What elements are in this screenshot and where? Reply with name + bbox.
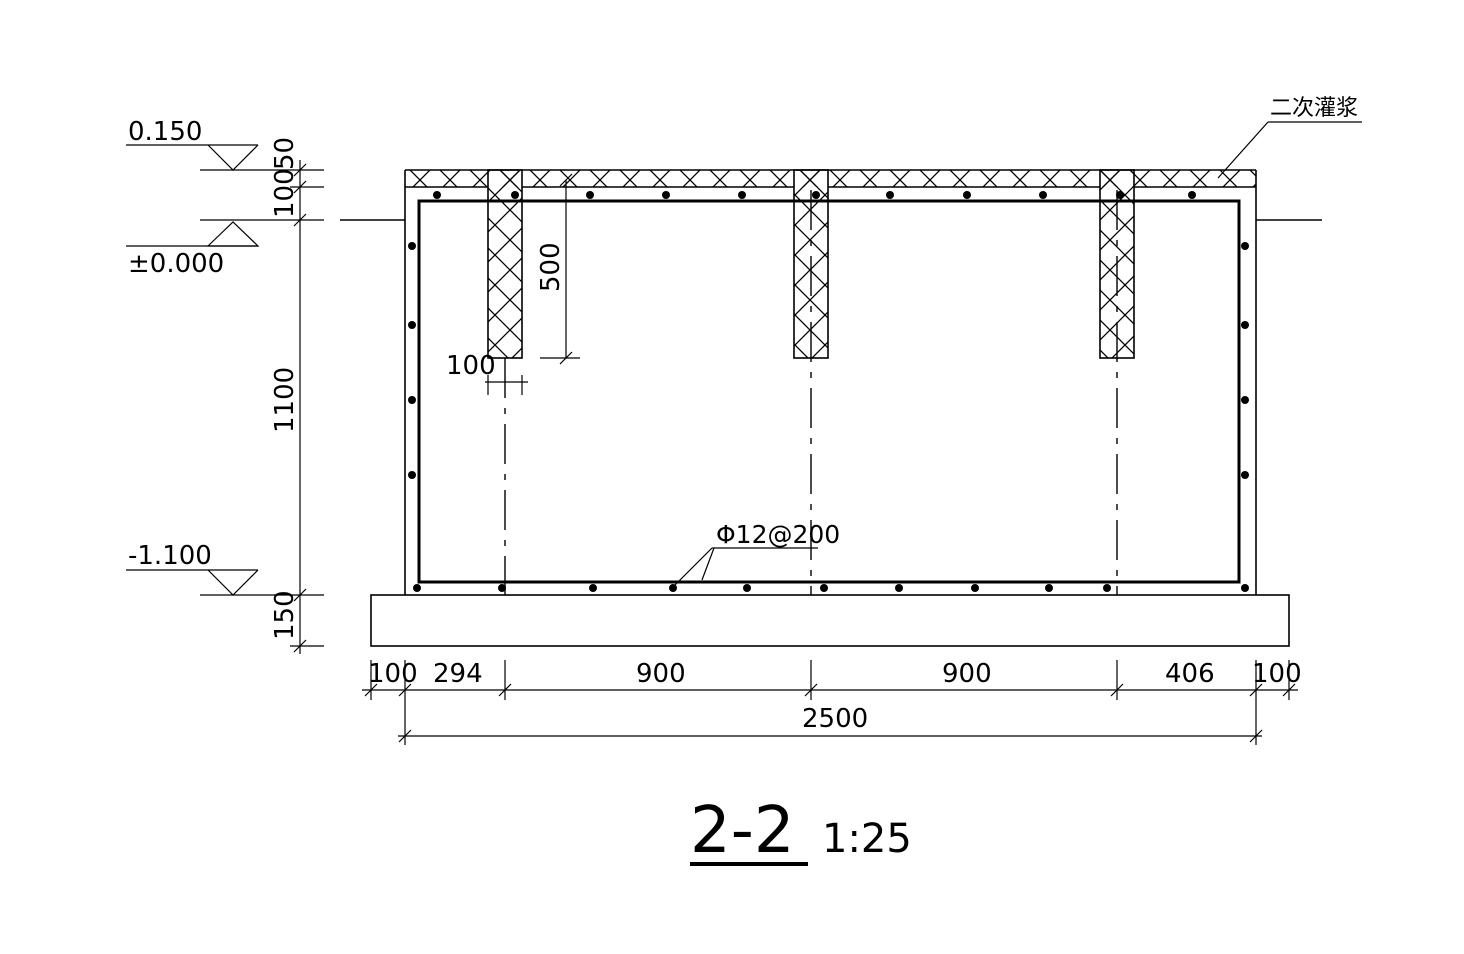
dim-left-wall: 100 xyxy=(368,659,418,689)
rib-width-dim xyxy=(485,375,528,395)
dim-150-vert: 150 xyxy=(270,590,300,640)
vertical-dim-chain xyxy=(290,160,324,654)
rebar-dots xyxy=(408,191,1249,592)
level-top-label: 0.150 xyxy=(128,117,202,147)
grout-leader xyxy=(1217,121,1362,179)
level-marker-ground xyxy=(126,219,290,247)
grout-note: 二次灌浆 xyxy=(1270,96,1358,121)
dim-right-wall: 100 xyxy=(1252,659,1302,689)
rib-depth-label: 500 xyxy=(536,242,566,292)
dim-last-span: 406 xyxy=(1165,659,1215,689)
rib-depth-dim xyxy=(540,173,580,365)
dim-50: 50 xyxy=(270,137,300,170)
section-scale: 1:25 xyxy=(822,816,912,862)
level-ground-label: ±0.000 xyxy=(128,249,224,279)
rebar-leader xyxy=(671,547,818,589)
level-marker-bottom xyxy=(126,569,290,596)
dim-1100: 1100 xyxy=(270,367,300,433)
centerlines xyxy=(504,190,1118,595)
dim-first-span: 294 xyxy=(433,659,483,689)
rib-width-label: 100 xyxy=(446,351,496,381)
level-bottom-label: -1.100 xyxy=(128,541,212,571)
grout-layer xyxy=(405,170,1256,187)
base-slab xyxy=(370,594,1290,647)
section-title: 2-2 xyxy=(690,794,795,868)
rebar-cage xyxy=(417,199,1241,584)
dim-span-a: 900 xyxy=(636,659,686,689)
dim-total: 2500 xyxy=(802,704,868,734)
rebar-note: Φ12@200 xyxy=(716,520,840,549)
level-marker-top xyxy=(126,144,290,171)
horizontal-dim-chain xyxy=(362,660,1298,745)
dim-100-vert: 100 xyxy=(270,168,300,218)
dim-span-b: 900 xyxy=(942,659,992,689)
